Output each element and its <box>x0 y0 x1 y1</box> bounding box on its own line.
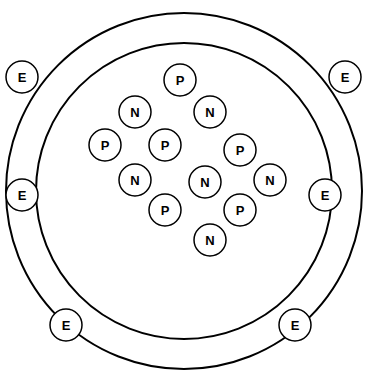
circle-outline <box>194 96 226 128</box>
circle-outline <box>279 309 311 341</box>
particle-circle: P <box>163 63 197 97</box>
particle-circle: E <box>328 60 362 94</box>
particle-letter: E <box>321 189 330 202</box>
particle-letter: N <box>130 106 139 119</box>
particle-circle: N <box>193 95 227 129</box>
particle-circle: P <box>223 193 257 227</box>
particle-circle: N <box>253 163 287 197</box>
particle-circle: P <box>148 128 182 162</box>
particle-letter: N <box>205 106 214 119</box>
particle-circle: N <box>118 163 152 197</box>
circle-outline <box>164 64 196 96</box>
particle-circle: P <box>148 193 182 227</box>
particle-circle: N <box>193 223 227 257</box>
circle-outline <box>6 179 38 211</box>
particle-circle: P <box>223 133 257 167</box>
particle-letter: E <box>62 319 71 332</box>
particle-letter: N <box>200 176 209 189</box>
particle-circle: P <box>88 128 122 162</box>
particle-circle: E <box>49 308 83 342</box>
circle-outline <box>6 61 38 93</box>
particle-letter: P <box>161 139 170 152</box>
particle-circle: N <box>188 165 222 199</box>
particle-letter: E <box>18 71 27 84</box>
particle-letter: E <box>291 319 300 332</box>
particle-letter: N <box>205 234 214 247</box>
particle-letter: N <box>130 174 139 187</box>
particle-circle: N <box>118 95 152 129</box>
circle-outline <box>50 309 82 341</box>
outer-shell <box>6 13 362 369</box>
circle-outline <box>119 96 151 128</box>
particle-letter: P <box>176 74 185 87</box>
particle-circle: E <box>5 60 39 94</box>
circle-outline <box>89 129 121 161</box>
particle-circle: E <box>5 178 39 212</box>
circle-outline <box>149 194 181 226</box>
inner-shell <box>36 43 332 339</box>
particle-circle: E <box>278 308 312 342</box>
circle-outline <box>119 164 151 196</box>
circle-outline <box>189 166 221 198</box>
particle-letter: P <box>161 204 170 217</box>
circle-outline <box>194 224 226 256</box>
particle-letter: P <box>236 204 245 217</box>
particle-letter: P <box>101 139 110 152</box>
particle-letter: E <box>18 189 27 202</box>
circle-outline <box>254 164 286 196</box>
circle-outline <box>309 179 341 211</box>
circle-outline <box>224 194 256 226</box>
particle-letter: E <box>341 71 350 84</box>
particle-circle: E <box>308 178 342 212</box>
particle-letter: N <box>265 174 274 187</box>
circle-outline <box>329 61 361 93</box>
circle-outline <box>149 129 181 161</box>
circle-outline <box>224 134 256 166</box>
particle-letter: P <box>236 144 245 157</box>
